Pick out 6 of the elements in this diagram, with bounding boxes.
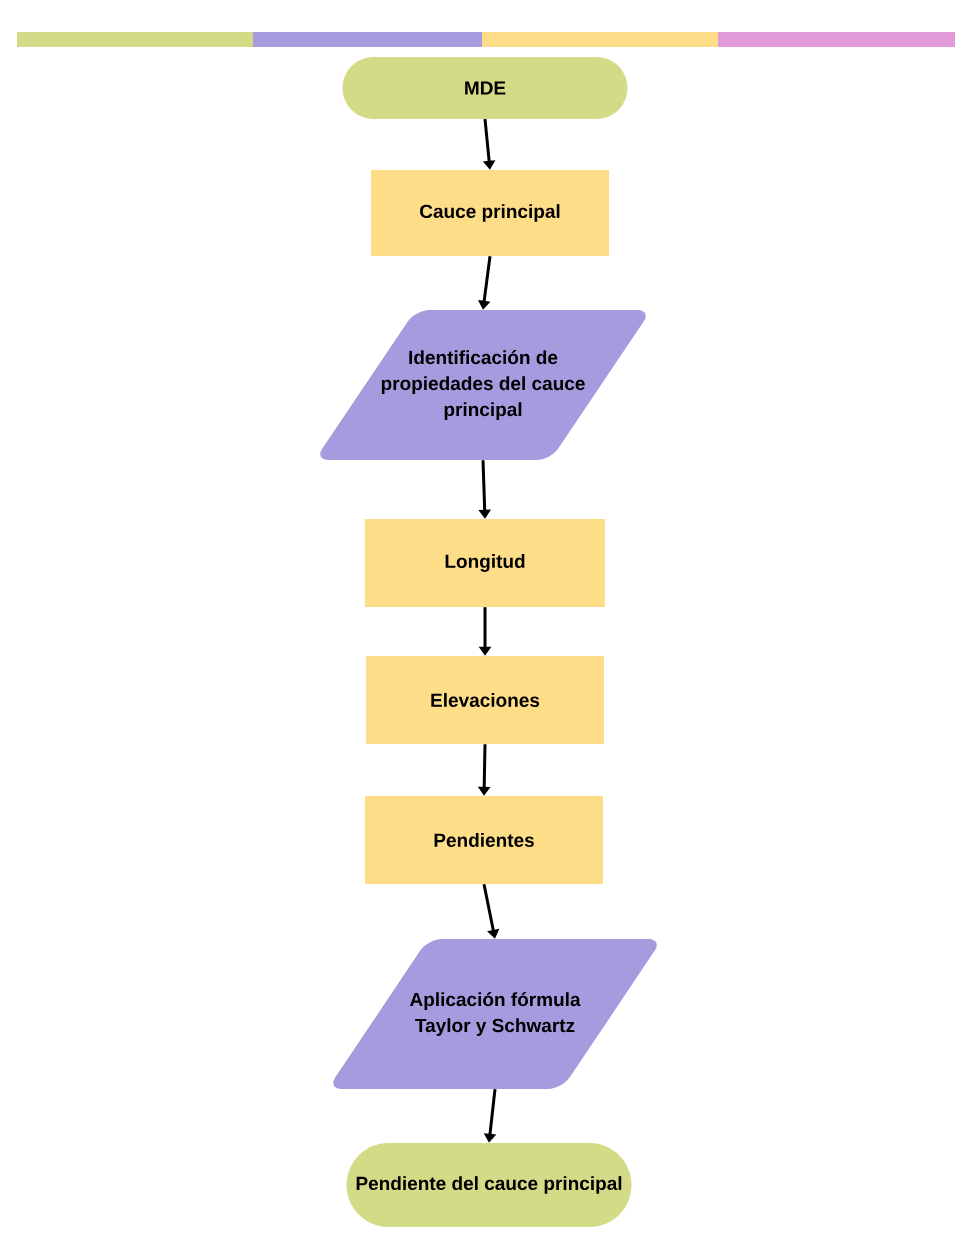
process-box: Pendientes bbox=[365, 796, 603, 884]
data-parallelogram: Identificación de propiedades del cauce principal bbox=[320, 310, 646, 460]
process-box: Elevaciones bbox=[366, 656, 604, 744]
process-box: Cauce principal bbox=[371, 170, 609, 256]
data-parallelogram: Aplicación fórmula Taylor y Schwartz bbox=[333, 939, 657, 1089]
process-box: Longitud bbox=[365, 519, 605, 607]
